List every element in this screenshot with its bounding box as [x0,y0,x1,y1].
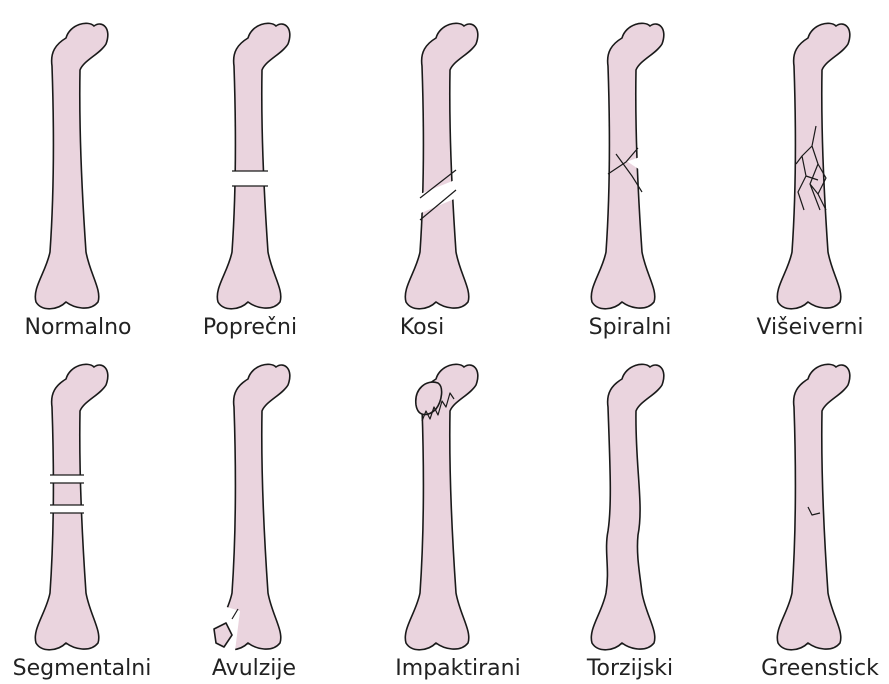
bone-spiral: Spiralni [589,23,672,340]
label-avulsion: Avulzije [212,656,296,681]
label-torsion: Torzijski [586,656,673,681]
femur-shape [217,23,290,308]
label-comminuted: Višeiverni [756,315,863,340]
bone-transverse: Poprečni [203,23,297,340]
femur-shape [591,23,664,308]
femur-shape [777,364,850,649]
femur-shape [405,23,478,308]
bone-avulsion: Avulzije [212,364,296,681]
femur-shape [591,364,664,649]
femur-shape [217,364,290,649]
bone-oblique: Kosi [400,23,478,340]
avulsed-fragment [214,623,232,647]
label-spiral: Spiralni [589,315,672,340]
avulsion-crack [232,609,238,619]
femur-shape [35,23,108,308]
label-oblique: Kosi [400,315,444,340]
label-greenstick: Greenstick [761,656,879,681]
label-impacted: Impaktirani [395,656,520,681]
bone-segmental: Segmentalni [13,364,152,681]
bone-comminuted: Višeiverni [756,23,863,340]
label-segmental: Segmentalni [13,656,152,681]
label-transverse: Poprečni [203,315,297,340]
femur-shape [35,364,108,649]
label-normal: Normalno [24,315,131,340]
bone-impacted: Impaktirani [395,364,520,681]
bone-torsion: Torzijski [586,364,673,681]
femur-shape [777,23,850,308]
bone-normal: Normalno [24,23,131,340]
bone-greenstick: Greenstick [761,364,879,681]
